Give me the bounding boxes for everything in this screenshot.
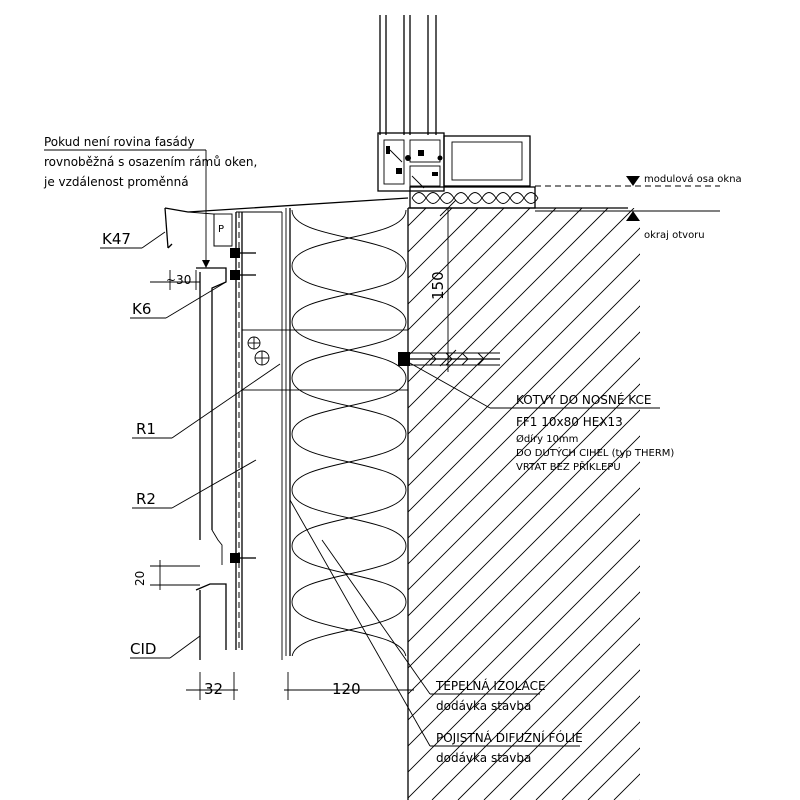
membrane-note: POJISTNÁ DIFUZNÍ FÓLIE dodávka stavba	[436, 730, 583, 765]
note-line-1: Pokud není rovina fasády	[44, 135, 195, 149]
cladding-substructure	[164, 197, 500, 660]
masonry-wall	[407, 207, 640, 800]
label-cid: CID	[130, 640, 156, 658]
facade-note: Pokud není rovina fasády rovnoběžná s os…	[43, 135, 257, 189]
anchor-note: KOTVY DO NOSNÉ KCE FF1 10x80 HEX13 Ødíry…	[516, 392, 674, 473]
dim-20: 20	[133, 571, 147, 586]
window-frame	[377, 15, 531, 192]
label-p: P	[218, 224, 224, 235]
dimension-lines	[150, 199, 457, 700]
module-axis-label: modulová osa okna	[644, 173, 742, 185]
label-r1: R1	[136, 420, 156, 438]
sill-insulation-strip	[409, 186, 539, 209]
anchor-title: KOTVY DO NOSNÉ KCE	[516, 392, 651, 407]
label-k6: K6	[132, 300, 151, 318]
anchor-spec: FF1 10x80 HEX13	[516, 415, 623, 429]
insulation-note: TEPELNÁ IZOLACE dodávka stavba	[435, 678, 546, 713]
thermal-insulation	[285, 208, 407, 656]
insulation-title: TEPELNÁ IZOLACE	[435, 678, 546, 693]
note-line-2: rovnoběžná s osazením rámů oken,	[44, 155, 257, 169]
dim-120: 120	[332, 680, 361, 698]
level-lines	[535, 176, 720, 221]
anchor-line-1: Ødíry 10mm	[516, 433, 578, 445]
membrane-supply: dodávka stavba	[436, 751, 531, 765]
label-k47: K47	[102, 230, 131, 248]
leader-lines	[44, 149, 660, 747]
insulation-supply: dodávka stavba	[436, 699, 531, 713]
label-r2: R2	[136, 490, 156, 508]
anchor-line-2: DO DUTÝCH CIHEL (typ THERM)	[516, 446, 674, 459]
note-line-3: je vzdálenost proměnná	[43, 175, 189, 189]
anchor-line-3: VRTAT BEZ PŘÍKLEPU	[516, 460, 621, 473]
dim-30: ~30	[166, 273, 191, 287]
opening-edge-label: okraj otvoru	[644, 230, 705, 241]
dim-32: 32	[204, 680, 223, 698]
dim-150: 150	[429, 271, 447, 300]
membrane-title: POJISTNÁ DIFUZNÍ FÓLIE	[436, 730, 583, 745]
